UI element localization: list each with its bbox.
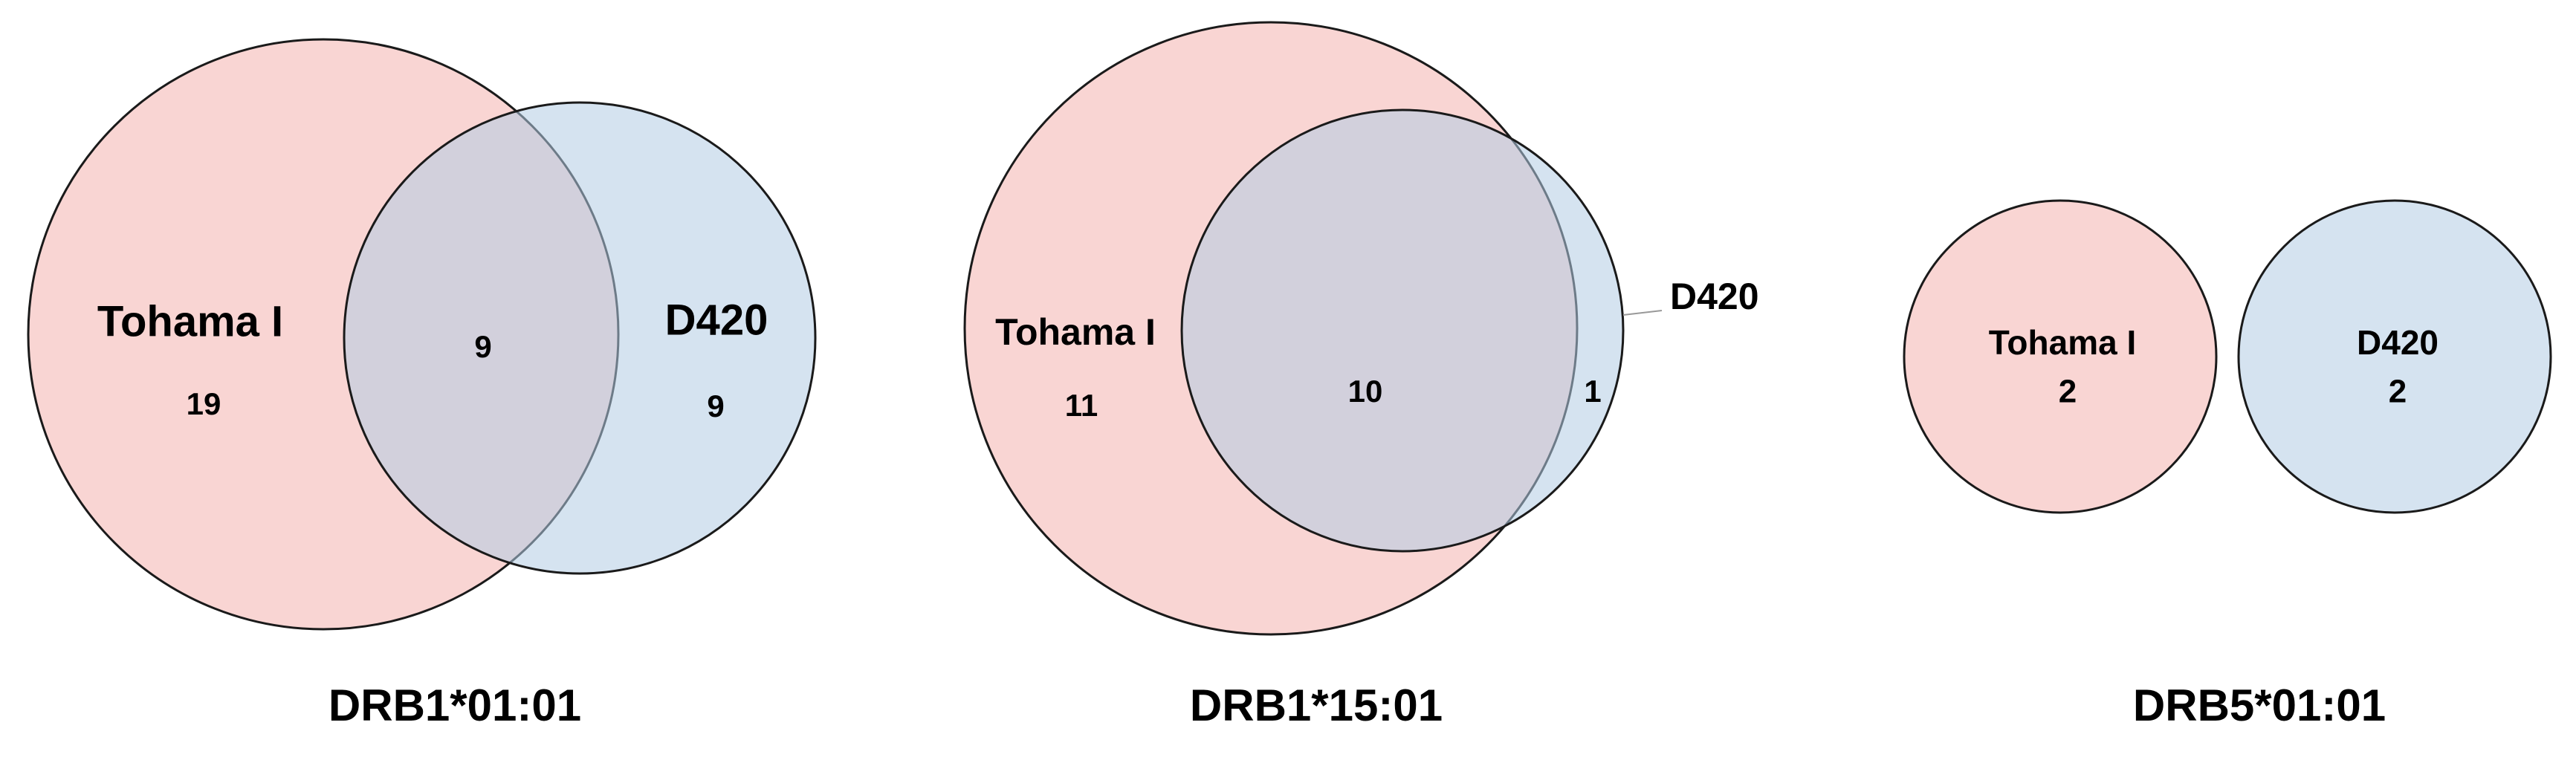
venn-diagram-drb5-0101: Tohama I 2 D420 2 DRB5*01:01	[1903, 199, 2552, 730]
d420-label: D420	[2357, 323, 2439, 362]
d420-label: D420	[665, 296, 768, 344]
d420-leader-line	[1622, 310, 1663, 316]
intersection-count: 10	[1348, 374, 1383, 409]
d420-circle	[343, 101, 817, 575]
d420-circle	[2237, 199, 2552, 514]
tohama-only-count: 2	[2059, 374, 2077, 410]
diagram-title: DRB1*01:01	[329, 680, 581, 730]
d420-only-count: 2	[2389, 374, 2407, 410]
diagram-title: DRB1*15:01	[1190, 680, 1443, 730]
venn-diagram-drb1-1501: Tohama I 11 10 1 D420 DRB1*15:01	[963, 21, 1759, 730]
tohama-label: Tohama I	[995, 311, 1156, 353]
venn-diagram-drb1-0101: Tohama I 19 9 D420 9 DRB1*01:01	[27, 38, 817, 730]
tohama-label: Tohama I	[97, 297, 283, 345]
diagram-title: DRB5*01:01	[2133, 680, 2386, 730]
tohama-only-count: 19	[187, 386, 221, 421]
d420-only-count: 9	[707, 389, 724, 423]
tohama-only-count: 11	[1065, 388, 1098, 423]
tohama-circle	[1903, 199, 2218, 514]
tohama-label: Tohama I	[1989, 323, 2137, 362]
intersection-count: 9	[474, 329, 491, 364]
d420-only-count: 1	[1584, 374, 1601, 409]
d420-circle	[1180, 108, 1625, 553]
d420-label: D420	[1670, 276, 1759, 317]
